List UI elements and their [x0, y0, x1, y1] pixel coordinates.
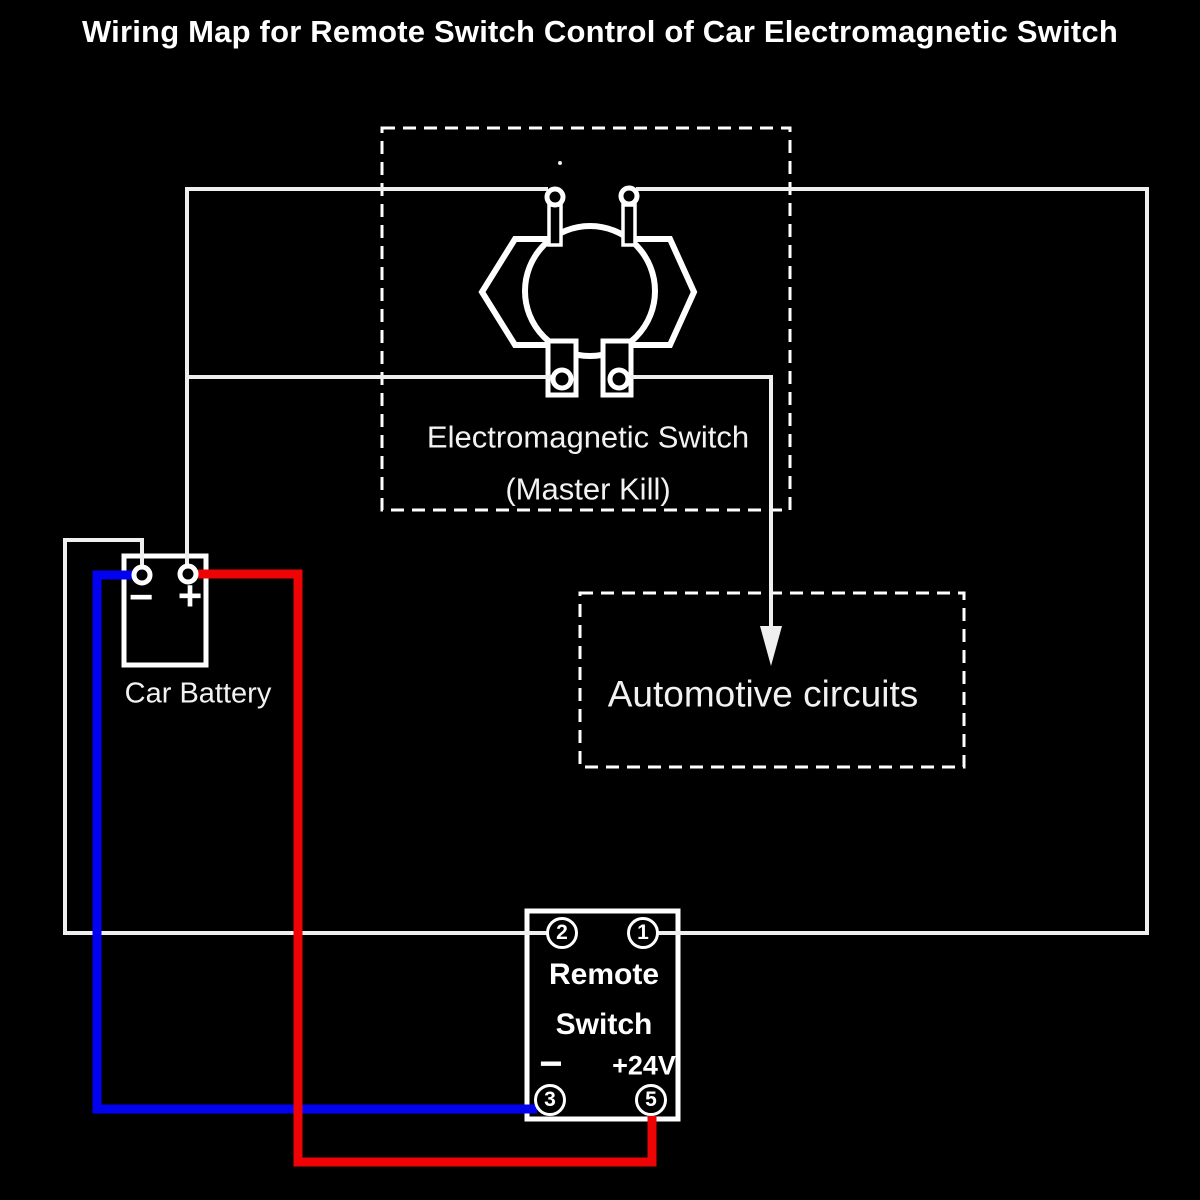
em-switch-top-right-terminal-ring: [618, 185, 640, 207]
em-switch-left-stem: [547, 203, 563, 247]
wire-battery-negative-to-remote-terminal-2: [63, 538, 547, 935]
battery-negative-sign: −: [128, 573, 154, 620]
remote-terminal-3: 3: [534, 1084, 566, 1116]
diagram-title: Wiring Map for Remote Switch Control of …: [81, 14, 1119, 49]
em-switch-bottom-left-terminal-ring: [550, 367, 574, 391]
em-switch-hexagon: [478, 236, 698, 348]
battery-positive-terminal-ring: [177, 563, 199, 585]
electromagnetic-switch-label: Electromagnetic Switch: [426, 419, 750, 455]
car-battery-label: Car Battery: [124, 677, 272, 710]
wire-em-top-right-to-remote-terminal-1: [636, 187, 1149, 935]
em-switch-bottom-right-terminal-ring: [607, 367, 631, 391]
em-switch-coil-circle: [522, 223, 658, 359]
remote-switch-positive-24v-label: +24V: [612, 1050, 676, 1081]
master-kill-sublabel: (Master Kill): [505, 471, 671, 507]
arrowhead-to-automotive-circuits: [760, 626, 782, 666]
battery-positive-sign: +: [177, 572, 203, 619]
automotive-circuits-label: Automotive circuits: [607, 673, 919, 715]
stray-dot-artifact: [558, 161, 562, 165]
remote-switch-negative-label: −: [539, 1042, 563, 1086]
blue-wire-battery-negative-to-remote-terminal-3: [92, 570, 537, 1114]
em-switch-top-left-terminal-ring: [544, 186, 566, 208]
red-wire-battery-positive-to-remote-terminal-5: [198, 569, 657, 1167]
em-switch-right-stem: [621, 203, 637, 247]
wire-battery-positive-to-em-top-left: [185, 187, 548, 566]
electromagnetic-switch-dashed-box: [380, 126, 792, 512]
remote-terminal-5: 5: [635, 1084, 667, 1116]
battery-negative-terminal-ring: [131, 564, 153, 586]
remote-terminal-2: 2: [546, 917, 578, 949]
remote-switch-label-line1: Remote: [548, 958, 660, 991]
remote-terminal-1: 1: [627, 917, 659, 949]
remote-switch-label-line2: Switch: [555, 1008, 653, 1041]
wire-em-bottom-right-to-automotive: [628, 375, 773, 628]
em-switch-left-tab: [545, 338, 579, 398]
